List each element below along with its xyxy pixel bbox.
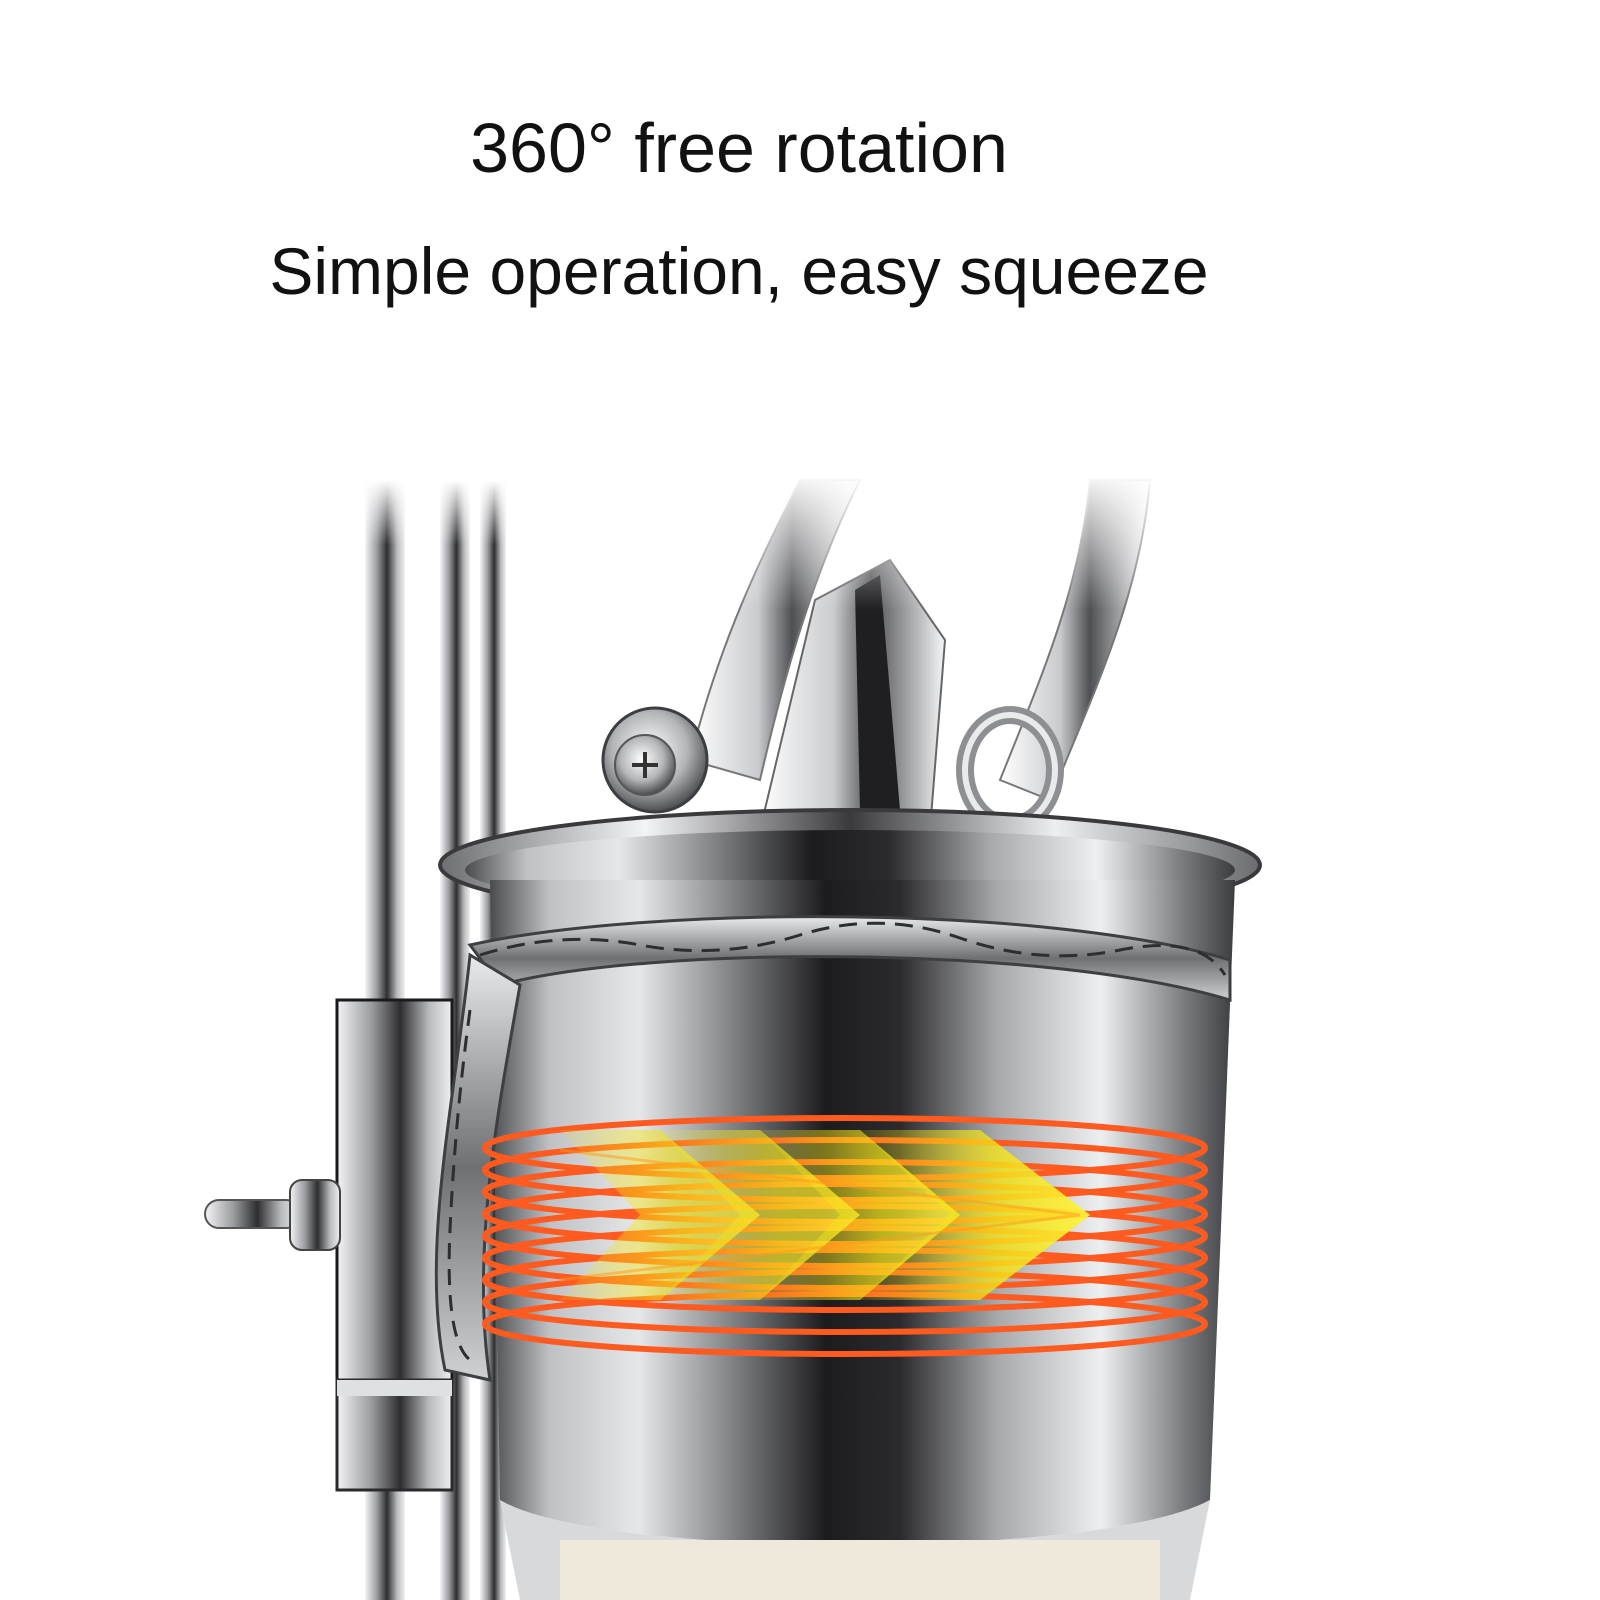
- pole-clamp: [335, 998, 454, 1492]
- braided-bracket: [434, 915, 1232, 1382]
- press-handle: [600, 470, 1200, 831]
- feature-title: 360° free rotation: [470, 109, 1008, 187]
- pivot-screw-icon: [601, 706, 709, 814]
- motion-arrows-icon: [559, 1130, 1090, 1300]
- tension-knob-icon: [204, 1179, 341, 1251]
- feature-subtitle: Simple operation, easy squeeze: [269, 234, 1209, 308]
